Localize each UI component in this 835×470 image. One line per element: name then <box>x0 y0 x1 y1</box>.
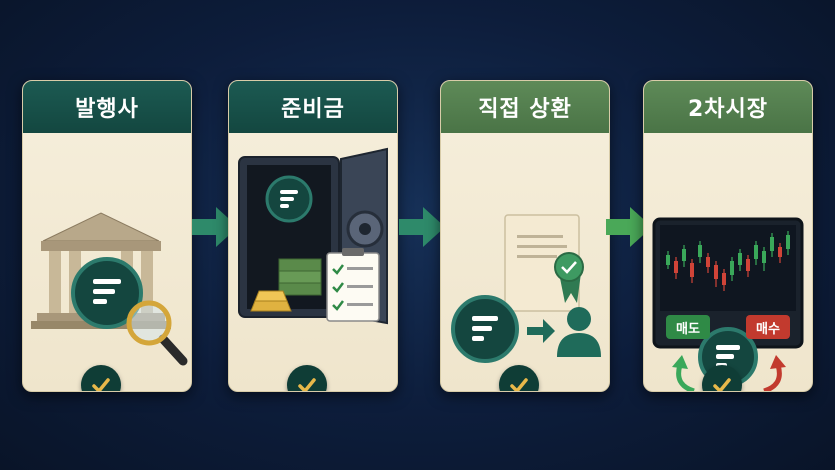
step-title-reserves: 준비금 <box>229 81 397 133</box>
step-title-secondary-market: 2차시장 <box>644 81 812 133</box>
check-icon <box>702 365 742 391</box>
step-card-secondary-market: 2차시장 <box>643 80 813 392</box>
check-icon <box>499 365 539 391</box>
step-card-issuer: 발행사 <box>22 80 192 392</box>
step-card-redemption: 직접 상환 <box>440 80 610 392</box>
step-card-reserves: 준비금 <box>228 80 398 392</box>
buy-button[interactable]: 매수 <box>746 315 790 339</box>
redemption-icon <box>451 214 601 363</box>
arrow-right-icon <box>399 207 445 247</box>
step-title-redemption: 직접 상환 <box>441 81 609 133</box>
sell-button[interactable]: 매도 <box>666 315 710 339</box>
bank-building-icon <box>31 212 188 366</box>
check-icon <box>81 365 121 391</box>
step-title-issuer: 발행사 <box>23 81 191 133</box>
trading-chart-icon <box>652 217 804 391</box>
arrow-right-icon <box>606 207 652 247</box>
arrow-right-icon <box>192 207 238 247</box>
check-icon <box>287 365 327 391</box>
vault-reserve-icon <box>238 147 388 325</box>
